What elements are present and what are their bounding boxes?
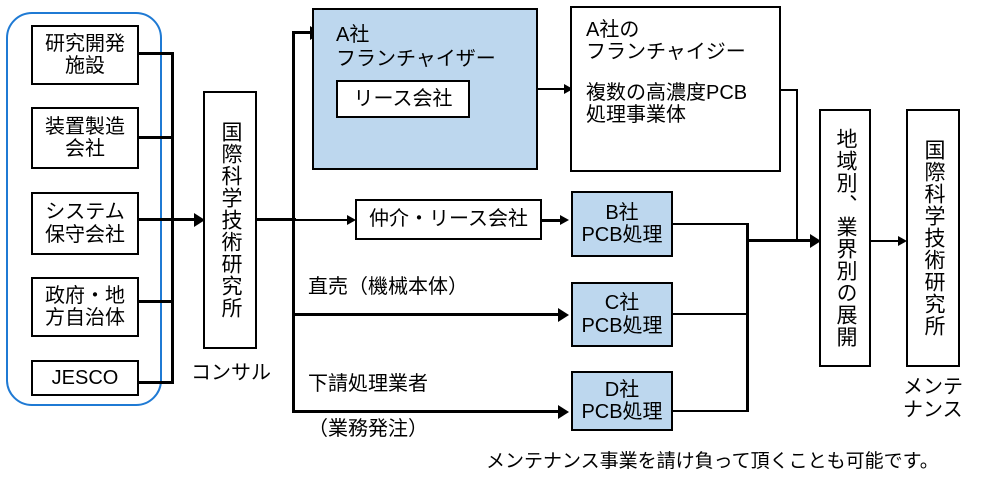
bottom-caption: メンテナンス事業を請け負って頂くことも可能です。	[486, 451, 939, 472]
a-franchisee-line3: 複数の高濃度PCB	[586, 81, 748, 104]
right-institute-box[interactable]: 国際科学技術研究所	[906, 109, 960, 367]
connector-branch-direct-sale	[292, 313, 560, 316]
connector-left-to-institute	[171, 218, 197, 221]
center-institute-box[interactable]: 国際科学技術研究所	[203, 91, 257, 349]
arrow-to-d-company	[558, 404, 569, 419]
arrow-a-to-franchisee	[564, 83, 573, 94]
connector-a-to-franchisee	[538, 88, 566, 90]
connector-c-out	[673, 313, 749, 315]
a-company-line1: A社	[336, 24, 370, 46]
arrow-left-to-institute	[194, 212, 205, 227]
connector-franchisee-down	[796, 89, 798, 239]
maintenance-label: メンテ ナンス	[903, 376, 963, 421]
arrow-to-c-company	[558, 307, 569, 322]
subcontract-label: 下請処理業者	[308, 373, 428, 395]
a-franchisee-box[interactable]: A社の フランチャイジー 複数の高濃度PCB 処理事業体	[570, 6, 781, 172]
connector-broker-to-b	[542, 219, 562, 222]
regional-expansion-box[interactable]: 地域別、業界別の展開	[819, 109, 871, 367]
stakeholder-box-government[interactable]: 政府・地 方自治体	[31, 277, 139, 337]
a-company-franchisor-box[interactable]: A社 フランチャイザー リース会社	[312, 8, 538, 170]
connector-manufacturer-stub	[138, 136, 174, 139]
connector-franchisee-out	[781, 89, 798, 91]
connector-jesco-stub	[138, 381, 174, 384]
regional-expansion-label: 地域別、業界別の展開	[834, 128, 858, 348]
stakeholder-box-manufacturer[interactable]: 装置製造 会社	[31, 107, 139, 169]
stakeholders-group-outline	[6, 12, 162, 406]
consult-label: コンサル	[191, 362, 271, 384]
a-franchisee-line2: フランチャイジー	[586, 41, 746, 64]
a-company-lease-subbox[interactable]: リース会社	[336, 79, 470, 118]
connector-government-stub	[138, 300, 174, 303]
connector-branch-subcontract	[292, 410, 560, 413]
connector-expansion-to-institute	[871, 240, 901, 242]
direct-sale-label: 直売（機械本体）	[308, 276, 468, 298]
connector-collector-to-expansion	[746, 239, 812, 242]
stakeholder-box-jesco[interactable]: JESCO	[31, 360, 139, 396]
connector-branch-broker	[292, 219, 349, 221]
right-institute-label: 国際科学技術研究所	[922, 139, 946, 337]
subcontract-sub-label: （業務発注）	[308, 418, 428, 440]
arrow-collector-to-expansion	[810, 233, 821, 248]
a-franchisee-line1: A社の	[586, 19, 640, 41]
connector-right-collector-trunk	[746, 223, 749, 411]
connector-system-stub	[138, 218, 174, 221]
connector-b-out	[673, 223, 749, 225]
b-company-box[interactable]: B社 PCB処理	[571, 191, 673, 257]
arrow-to-broker	[347, 214, 356, 225]
a-company-line2: フランチャイザー	[336, 48, 496, 71]
c-company-box[interactable]: C社 PCB処理	[571, 282, 673, 347]
a-franchisee-line4: 処理事業体	[586, 104, 686, 127]
arrow-expansion-to-institute	[898, 235, 907, 246]
center-institute-label: 国際科学技術研究所	[219, 121, 243, 319]
connector-branch-a-company	[292, 31, 312, 34]
arrow-broker-to-b	[560, 214, 569, 225]
connector-d-out	[673, 410, 749, 412]
connector-institute-out	[256, 218, 296, 221]
connector-distribution-trunk	[292, 31, 295, 413]
broker-lease-box[interactable]: 仲介・リース会社	[355, 199, 542, 240]
stakeholder-box-system-maintenance[interactable]: システム 保守会社	[31, 192, 139, 255]
stakeholder-box-research[interactable]: 研究開発 施設	[31, 25, 139, 85]
connector-research-stub	[138, 52, 174, 55]
d-company-box[interactable]: D社 PCB処理	[571, 371, 673, 431]
